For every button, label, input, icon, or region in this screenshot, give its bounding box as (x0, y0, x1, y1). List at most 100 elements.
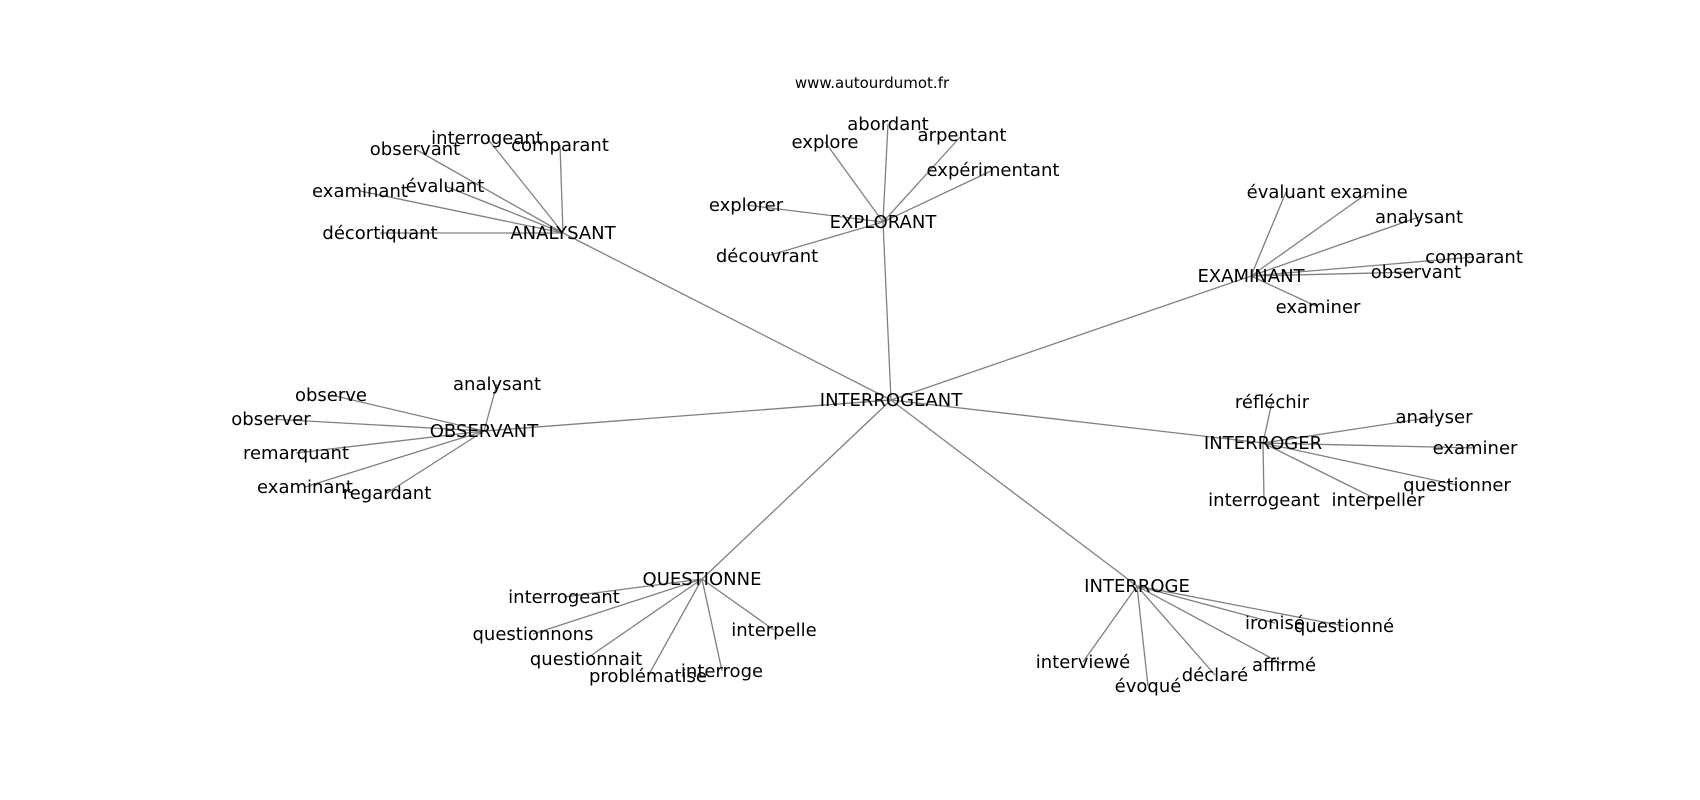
hub-leaf-edge (1262, 442, 1379, 501)
hub-leaf-edge (386, 430, 485, 494)
leaf-node: réfléchir (1235, 392, 1310, 413)
leaf-node: examinant (257, 477, 353, 498)
graph-edges (270, 123, 1476, 687)
leaf-node: examinant (312, 181, 408, 202)
center-hub-edge (890, 399, 1264, 444)
hub-leaf-edge (1136, 585, 1285, 666)
hub-leaf-edge (304, 430, 485, 488)
leaf-node: analysant (453, 374, 541, 395)
hub-leaf-edge (1262, 401, 1273, 444)
leaf-node: interpeller (1332, 490, 1426, 511)
leaf-node: évaluant (1247, 182, 1326, 203)
leaf-node: interrogeant (508, 587, 620, 608)
leaf-node: observer (231, 409, 311, 430)
hub-leaf-edge (882, 169, 994, 223)
hub-leaf-edge (1262, 442, 1265, 501)
hub-leaf-edge (585, 578, 703, 660)
leaf-node: problématise (589, 666, 707, 687)
hub-leaf-edge (1250, 271, 1417, 277)
leaf-node: examine (1330, 182, 1407, 203)
leaf-node: interroge (681, 661, 763, 682)
leaf-node: interpelle (731, 620, 817, 641)
center-hub-edge (890, 399, 1138, 587)
leaf-node: remarquant (243, 443, 349, 464)
leaf-node: évaluant (406, 176, 485, 197)
leaf-node: abordant (847, 114, 928, 135)
leaf-node: questionner (1403, 475, 1511, 496)
center-hub-edge (882, 221, 892, 401)
center-hub-edge (890, 275, 1252, 401)
leaf-node: ironisé (1245, 613, 1305, 634)
leaf-node: évoqué (1115, 676, 1182, 697)
center-node: INTERROGEANT (820, 390, 963, 411)
hub-node: OBSERVANT (430, 421, 539, 442)
leaf-node: découvrant (716, 246, 818, 267)
hub-leaf-edge (559, 144, 564, 234)
hub-leaf-edge (1136, 585, 1276, 624)
hub-leaf-edge (1136, 585, 1216, 676)
hub-node: INTERROGER (1204, 433, 1322, 454)
site-label: www.autourdumot.fr (795, 74, 950, 92)
hub-leaf-edge (532, 578, 703, 635)
leaf-node: regardant (343, 483, 432, 504)
hub-leaf-edge (483, 383, 498, 432)
hub-leaf-edge (1262, 442, 1458, 486)
leaf-node: décortiquant (322, 223, 437, 244)
hub-leaf-edge (1250, 191, 1370, 277)
leaf-node: déclaré (1182, 665, 1249, 686)
hub-leaf-edge (359, 190, 564, 234)
leaf-node: examiner (1433, 438, 1518, 459)
hub-node: EXAMINANT (1197, 266, 1305, 287)
hub-leaf-edge (444, 185, 564, 234)
hub-leaf-edge (486, 137, 564, 234)
hub-leaf-edge (295, 430, 485, 454)
hub-leaf-edge (882, 123, 889, 223)
hub-leaf-edge (1250, 256, 1475, 277)
leaf-node: expérimentant (927, 160, 1060, 181)
leaf-node: analyser (1396, 407, 1474, 428)
hub-leaf-edge (1250, 216, 1420, 277)
leaf-node: interrogeant (1208, 490, 1320, 511)
hub-leaf-edge (414, 148, 564, 234)
hub-leaf-edge (824, 141, 884, 223)
hub-leaf-edge (1250, 191, 1287, 277)
hub-node: EXPLORANT (830, 212, 938, 233)
hub-node: ANALYSANT (510, 223, 616, 244)
center-hub-edge (562, 232, 892, 401)
leaf-node: observant (370, 139, 460, 160)
leaf-node: examiner (1276, 297, 1361, 318)
leaf-node: explorer (709, 195, 784, 216)
hub-leaf-edge (882, 134, 963, 223)
hub-leaf-edge (1082, 585, 1138, 663)
leaf-node: interrogeant (431, 128, 543, 149)
leaf-node: questionnait (530, 649, 642, 670)
hub-leaf-edge (766, 221, 884, 257)
hub-leaf-edge (647, 578, 703, 677)
leaf-node: observe (295, 385, 367, 406)
hub-leaf-edge (1136, 585, 1149, 687)
hub-leaf-edge (1136, 585, 1345, 627)
leaf-node: questionné (1294, 616, 1394, 637)
center-hub-edge (701, 399, 892, 580)
hub-leaf-edge (1262, 416, 1435, 444)
leaf-node: arpentant (918, 125, 1007, 146)
hub-leaf-edge (1250, 275, 1319, 308)
leaf-node: interviewé (1036, 652, 1130, 673)
leaf-node: observant (1371, 262, 1461, 283)
hub-node: QUESTIONNE (643, 569, 762, 590)
hub-leaf-edge (330, 394, 485, 432)
hub-leaf-edge (701, 578, 775, 631)
graph-labels: INTERROGEANTANALYSANTobservantinterrogea… (231, 114, 1523, 697)
hub-leaf-edge (1262, 442, 1476, 449)
hub-leaf-edge (270, 418, 485, 432)
hub-leaf-edge (701, 578, 723, 672)
leaf-node: analysant (1375, 207, 1463, 228)
leaf-node: comparant (511, 135, 609, 156)
hub-leaf-edge (745, 204, 884, 223)
hub-node: INTERROGE (1084, 576, 1190, 597)
center-hub-edge (483, 399, 892, 432)
leaf-node: questionnons (473, 624, 594, 645)
hub-leaf-edge (563, 578, 703, 598)
leaf-node: comparant (1425, 247, 1523, 268)
